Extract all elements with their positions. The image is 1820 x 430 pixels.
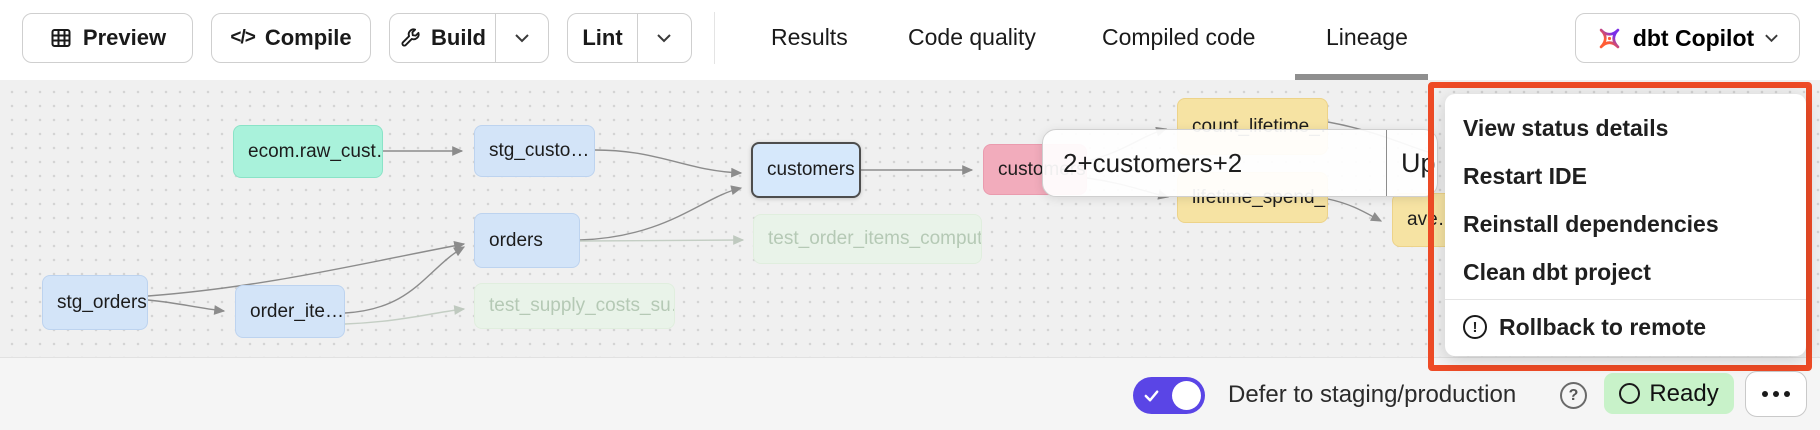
compile-button-label: Compile bbox=[264, 25, 352, 50]
tab-label: Code quality bbox=[908, 23, 1036, 50]
active-tab-underline bbox=[1295, 74, 1428, 80]
selector-divider bbox=[1386, 130, 1387, 196]
warning-circle-icon: ! bbox=[1463, 315, 1487, 339]
menu-item-label: Rollback to remote bbox=[1499, 313, 1707, 340]
defer-toggle[interactable] bbox=[1133, 377, 1205, 414]
status-badge: Ready bbox=[1604, 373, 1734, 414]
lineage-selector[interactable]: 2+customers+2 Up bbox=[1042, 129, 1438, 197]
more-options-button[interactable] bbox=[1745, 371, 1807, 417]
node-label: test_supply_costs_su… bbox=[489, 295, 675, 316]
defer-label: Defer to staging/production bbox=[1228, 380, 1517, 408]
lineage-node-source[interactable]: ecom.raw_cust… bbox=[233, 125, 383, 178]
menu-divider bbox=[1445, 299, 1806, 300]
ide-status-menu: View status details Restart IDE Reinstal… bbox=[1445, 94, 1806, 356]
status-badge-label: Ready bbox=[1649, 379, 1719, 407]
menu-item-label: Reinstall dependencies bbox=[1463, 210, 1719, 237]
lineage-node-test-order-items[interactable]: test_order_items_comput… bbox=[753, 214, 982, 264]
ellipsis-icon bbox=[1762, 391, 1768, 397]
tab-compiled-code[interactable]: Compiled code bbox=[1102, 0, 1255, 74]
tab-label: Compiled code bbox=[1102, 23, 1256, 50]
toggle-knob bbox=[1172, 381, 1201, 410]
lint-button-label: Lint bbox=[582, 25, 623, 50]
header-toolbar: Preview </> Compile Build Lint Results C… bbox=[0, 0, 1820, 80]
build-button-label: Build bbox=[431, 25, 486, 50]
lint-button-group: Lint bbox=[567, 13, 692, 63]
dbt-copilot-label: dbt Copilot bbox=[1632, 24, 1755, 51]
dbt-copilot-button[interactable]: dbt Copilot bbox=[1575, 13, 1800, 63]
lineage-node-stg-customers[interactable]: stg_custo… bbox=[474, 125, 595, 177]
compile-button[interactable]: </> Compile bbox=[211, 13, 371, 63]
node-label: ecom.raw_cust… bbox=[248, 140, 383, 162]
menu-item-rollback-to-remote[interactable]: ! Rollback to remote bbox=[1445, 303, 1806, 351]
menu-item-label: View status details bbox=[1463, 114, 1669, 141]
menu-item-label: Clean dbt project bbox=[1463, 258, 1651, 285]
menu-item-restart-ide[interactable]: Restart IDE bbox=[1445, 152, 1806, 200]
status-circle-icon bbox=[1619, 383, 1641, 404]
tab-label: Results bbox=[771, 23, 848, 50]
build-button-group: Build bbox=[389, 13, 549, 63]
check-icon bbox=[1144, 390, 1159, 402]
lineage-selector-value[interactable]: 2+customers+2 bbox=[1063, 147, 1243, 178]
node-label: order_ite… bbox=[250, 300, 344, 322]
chevron-down-icon bbox=[514, 34, 529, 43]
table-icon bbox=[51, 29, 71, 47]
toolbar-divider bbox=[714, 12, 715, 64]
lint-button[interactable]: Lint bbox=[568, 14, 638, 62]
lineage-node-stg-orders[interactable]: stg_orders bbox=[42, 275, 148, 330]
chevron-down-icon bbox=[1765, 34, 1778, 43]
preview-button-label: Preview bbox=[82, 25, 167, 50]
lineage-node-test-supply-costs[interactable]: test_supply_costs_su… bbox=[474, 283, 675, 329]
tab-results[interactable]: Results bbox=[771, 0, 848, 74]
update-graph-button[interactable]: Up bbox=[1401, 147, 1436, 178]
menu-item-clean-dbt-project[interactable]: Clean dbt project bbox=[1445, 248, 1806, 296]
lineage-node-customers-selected[interactable]: customers bbox=[751, 142, 861, 198]
preview-button[interactable]: Preview bbox=[22, 13, 193, 63]
dbt-copilot-icon bbox=[1599, 28, 1620, 48]
lineage-node-orders[interactable]: orders bbox=[474, 213, 580, 268]
menu-item-label: Restart IDE bbox=[1463, 162, 1587, 189]
menu-item-reinstall-dependencies[interactable]: Reinstall dependencies bbox=[1445, 200, 1806, 248]
tab-code-quality[interactable]: Code quality bbox=[908, 0, 1036, 74]
wrench-icon bbox=[401, 28, 420, 47]
chevron-down-icon bbox=[657, 34, 671, 43]
tab-label: Lineage bbox=[1326, 23, 1408, 50]
build-button[interactable]: Build bbox=[390, 14, 496, 62]
node-label: stg_orders bbox=[57, 291, 147, 313]
help-circle-icon[interactable]: ? bbox=[1560, 382, 1587, 409]
build-options-dropdown[interactable] bbox=[496, 14, 547, 62]
status-bar: Defer to staging/production ? Ready bbox=[0, 357, 1820, 430]
code-icon: </> bbox=[230, 27, 256, 48]
node-label: orders bbox=[489, 229, 543, 251]
tab-lineage[interactable]: Lineage bbox=[1326, 0, 1408, 74]
lint-options-dropdown[interactable] bbox=[638, 14, 690, 62]
node-label: customers bbox=[767, 159, 855, 180]
node-label: test_order_items_comput… bbox=[768, 228, 982, 249]
node-label: stg_custo… bbox=[489, 140, 590, 161]
menu-item-view-status-details[interactable]: View status details bbox=[1445, 104, 1806, 152]
lineage-node-order-items[interactable]: order_ite… bbox=[235, 285, 345, 338]
